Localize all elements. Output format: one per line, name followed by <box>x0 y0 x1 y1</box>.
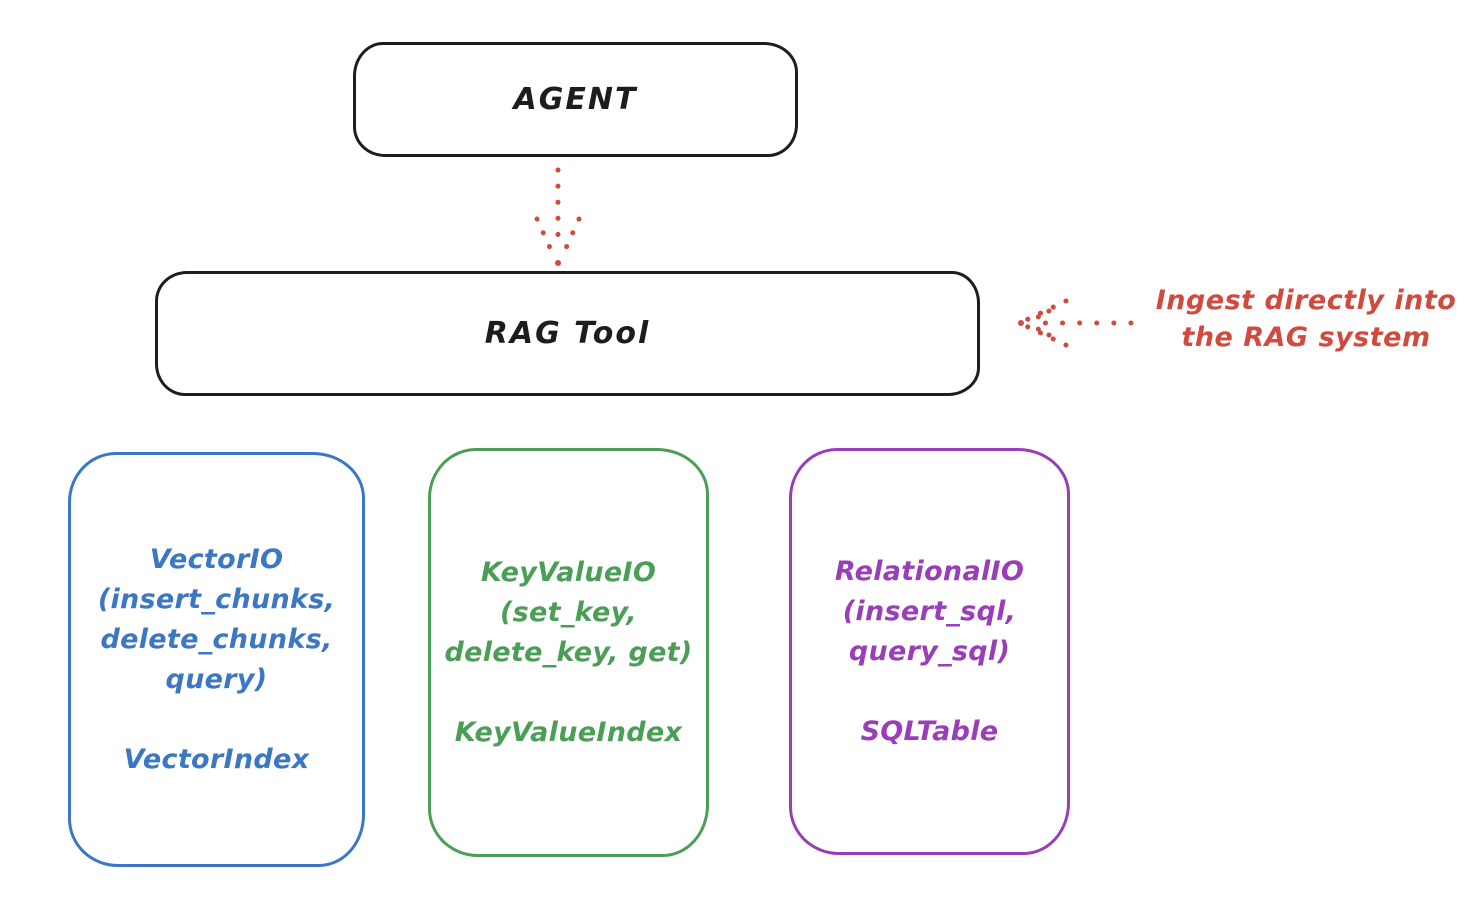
ingest-annotation-line: Ingest directly into <box>1155 285 1457 316</box>
ingest-annotation-line: the RAG system <box>1181 322 1431 353</box>
vector-io-methods-line: query) <box>165 663 268 695</box>
agent-to-ragtool-arrow-icon <box>534 167 582 266</box>
key-value-io-methods-line: (set_key, <box>500 596 637 628</box>
vector-io-node: VectorIO (insert_chunks, delete_chunks, … <box>68 452 365 867</box>
vector-io-methods-line: delete_chunks, <box>100 623 333 655</box>
rag-tool-node: RAG Tool <box>155 271 980 396</box>
key-value-index-label: KeyValueIndex <box>454 716 683 748</box>
key-value-io-title: KeyValueIO <box>480 556 657 588</box>
ingest-annotation: Ingest directly into the RAG system <box>1138 282 1474 356</box>
ingest-into-rag-arrow-icon <box>1018 298 1134 348</box>
relational-io-node: RelationalIO (insert_sql, query_sql) SQL… <box>789 448 1070 855</box>
vector-io-title: VectorIO <box>149 543 284 575</box>
relational-io-methods-line: (insert_sql, <box>842 595 1017 627</box>
sql-table-label: SQLTable <box>860 715 999 747</box>
vector-io-methods-line: (insert_chunks, <box>97 583 336 615</box>
relational-io-title: RelationalIO <box>834 555 1025 587</box>
agent-node: AGENT <box>353 42 798 157</box>
key-value-io-node: KeyValueIO (set_key, delete_key, get) Ke… <box>428 448 709 857</box>
vector-index-label: VectorIndex <box>123 743 310 775</box>
relational-io-methods-line: query_sql) <box>848 635 1011 667</box>
key-value-io-methods-line: delete_key, get) <box>444 636 693 668</box>
rag-tool-label: RAG Tool <box>484 316 651 351</box>
agent-label: AGENT <box>513 82 638 117</box>
